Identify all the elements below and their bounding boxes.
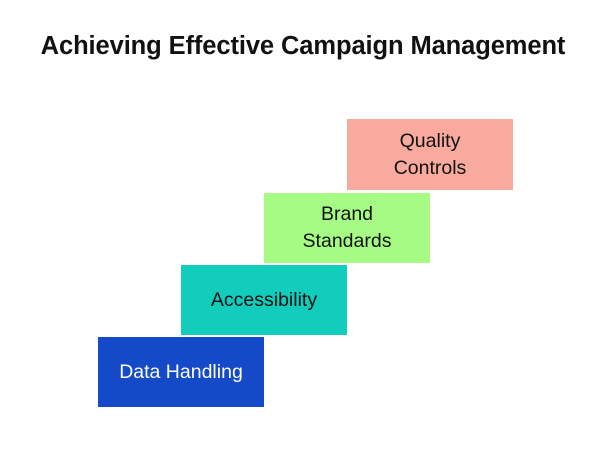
stair-step-label: Quality Controls: [393, 129, 467, 179]
stair-step-data-handling[interactable]: Data Handling: [98, 337, 264, 407]
stair-step-brand-standards[interactable]: Brand Standards: [264, 193, 430, 263]
stair-step-label: Data Handling: [119, 360, 243, 383]
page-title: Achieving Effective Campaign Management: [40, 32, 566, 60]
stair-step-accessibility[interactable]: Accessibility: [181, 265, 347, 335]
stair-step-label: Brand Standards: [302, 203, 392, 252]
stair-step-label: Accessibility: [210, 288, 318, 311]
stair-step-quality-controls[interactable]: Quality Controls: [347, 119, 513, 190]
